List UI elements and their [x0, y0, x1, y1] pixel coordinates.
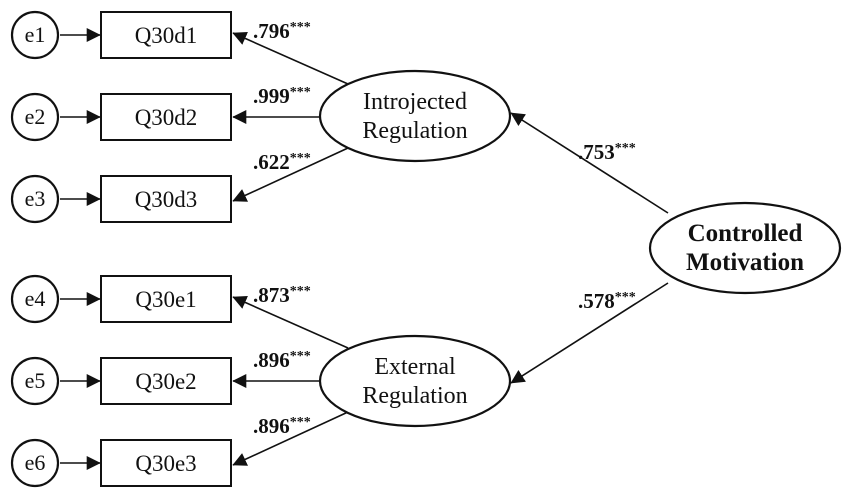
higher-order-path-1	[510, 112, 669, 214]
loading-coefficient-4: .873***	[253, 283, 311, 307]
latent-controlled-motivation: Controlled Motivation	[648, 201, 842, 295]
indicator-box-1: Q30d1	[100, 11, 232, 59]
latent-label-line2: Motivation	[686, 249, 804, 276]
loading-path-6	[232, 411, 349, 466]
error-label: e5	[25, 368, 46, 393]
error-node-5: e5	[10, 356, 60, 406]
latent-external-regulation: External Regulation	[318, 334, 512, 428]
error-label: e3	[25, 186, 46, 211]
loading-path-4	[232, 295, 349, 349]
indicator-label: Q30e3	[135, 451, 196, 476]
error-node-4: e4	[10, 274, 60, 324]
error-label: e6	[25, 450, 46, 475]
latent-label-line1: Introjected	[363, 89, 467, 115]
indicator-box-6: Q30e3	[100, 439, 232, 487]
loading-coefficient-3: .622***	[253, 150, 311, 174]
loading-coefficient-6: .896***	[253, 414, 311, 438]
loading-coefficient-1: .796***	[253, 19, 311, 43]
loading-coefficient-5: .896***	[253, 348, 311, 372]
higher-order-path-2	[510, 282, 669, 384]
indicator-label: Q30e1	[135, 287, 196, 312]
error-node-6: e6	[10, 438, 60, 488]
error-label: e2	[25, 104, 46, 129]
latent-label-line2: Regulation	[362, 383, 467, 409]
latent-label-line1: External	[374, 354, 456, 380]
loading-path-1	[232, 31, 349, 85]
latent-label-line1: Controlled	[688, 220, 803, 247]
indicator-label: Q30d2	[135, 105, 198, 130]
error-label: e1	[25, 22, 46, 47]
indicator-box-2: Q30d2	[100, 93, 232, 141]
indicator-label: Q30d3	[135, 187, 198, 212]
indicator-label: Q30d1	[135, 23, 198, 48]
higher-order-coefficient-1: .753***	[578, 140, 636, 164]
indicator-label: Q30e2	[135, 369, 196, 394]
error-node-3: e3	[10, 174, 60, 224]
error-node-1: e1	[10, 10, 60, 60]
error-label: e4	[25, 286, 46, 311]
latent-introjected-regulation: Introjected Regulation	[318, 69, 512, 163]
higher-order-coefficient-2: .578***	[578, 289, 636, 313]
latent-label-line2: Regulation	[362, 118, 467, 144]
error-node-2: e2	[10, 92, 60, 142]
indicator-box-4: Q30e1	[100, 275, 232, 323]
indicator-box-3: Q30d3	[100, 175, 232, 223]
loading-path-3	[232, 147, 349, 202]
indicator-box-5: Q30e2	[100, 357, 232, 405]
loading-coefficient-2: .999***	[253, 84, 311, 108]
